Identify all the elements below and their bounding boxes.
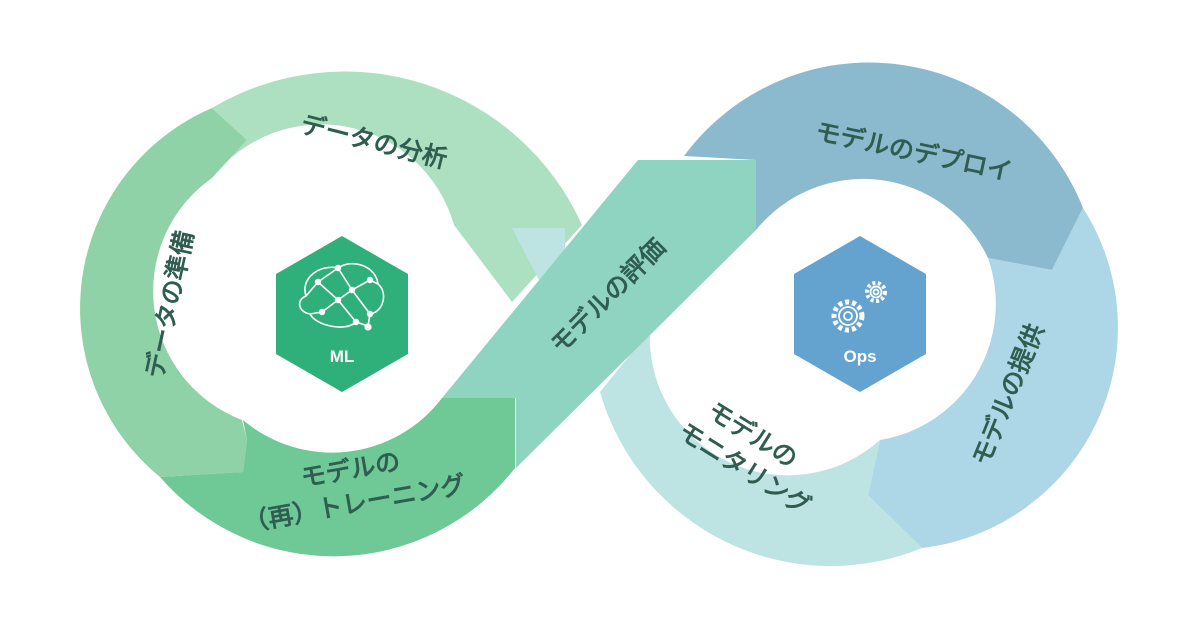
segment-model-evaluation xyxy=(442,160,756,468)
ops-hub-label: Ops xyxy=(843,347,876,366)
segment-data-preparation xyxy=(80,108,247,477)
ml-hexagon xyxy=(276,236,408,392)
segment-model-deploy xyxy=(684,62,1083,270)
gears-icon xyxy=(831,281,887,333)
ml-hub-label: ML xyxy=(330,347,355,366)
segment-model-retraining xyxy=(160,398,515,557)
brain-network-icon xyxy=(298,262,385,331)
ops-hub: Ops xyxy=(794,236,926,392)
segment-data-analysis xyxy=(212,71,582,302)
segment-model-serving xyxy=(868,208,1118,548)
segment-model-monitoring xyxy=(512,228,922,567)
ml-hub: ML xyxy=(276,236,408,392)
